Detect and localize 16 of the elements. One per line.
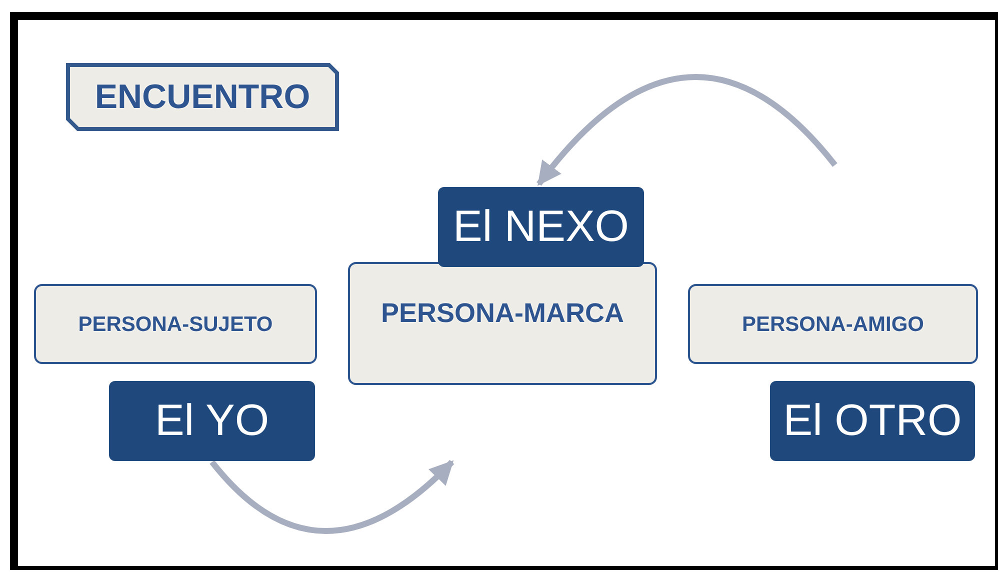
concept-box [688, 284, 978, 364]
node-label: El YO [154, 399, 270, 443]
curved-arrow [210, 460, 454, 534]
node-label: El OTRO [783, 399, 962, 443]
curved-arrow [536, 74, 838, 186]
node-label: PERSONA-SUJETO [78, 314, 273, 334]
label-box [109, 381, 315, 461]
label-box [770, 381, 975, 461]
concept-box [34, 284, 317, 364]
node-label: PERSONA-AMIGO [742, 314, 924, 334]
title-tag [66, 63, 339, 131]
node-label: PERSONA-MARCA [381, 300, 624, 327]
node-label: ENCUENTRO [94, 80, 310, 114]
concept-box [348, 262, 657, 385]
label-box [438, 187, 644, 267]
node-label: El NEXO [452, 205, 630, 249]
